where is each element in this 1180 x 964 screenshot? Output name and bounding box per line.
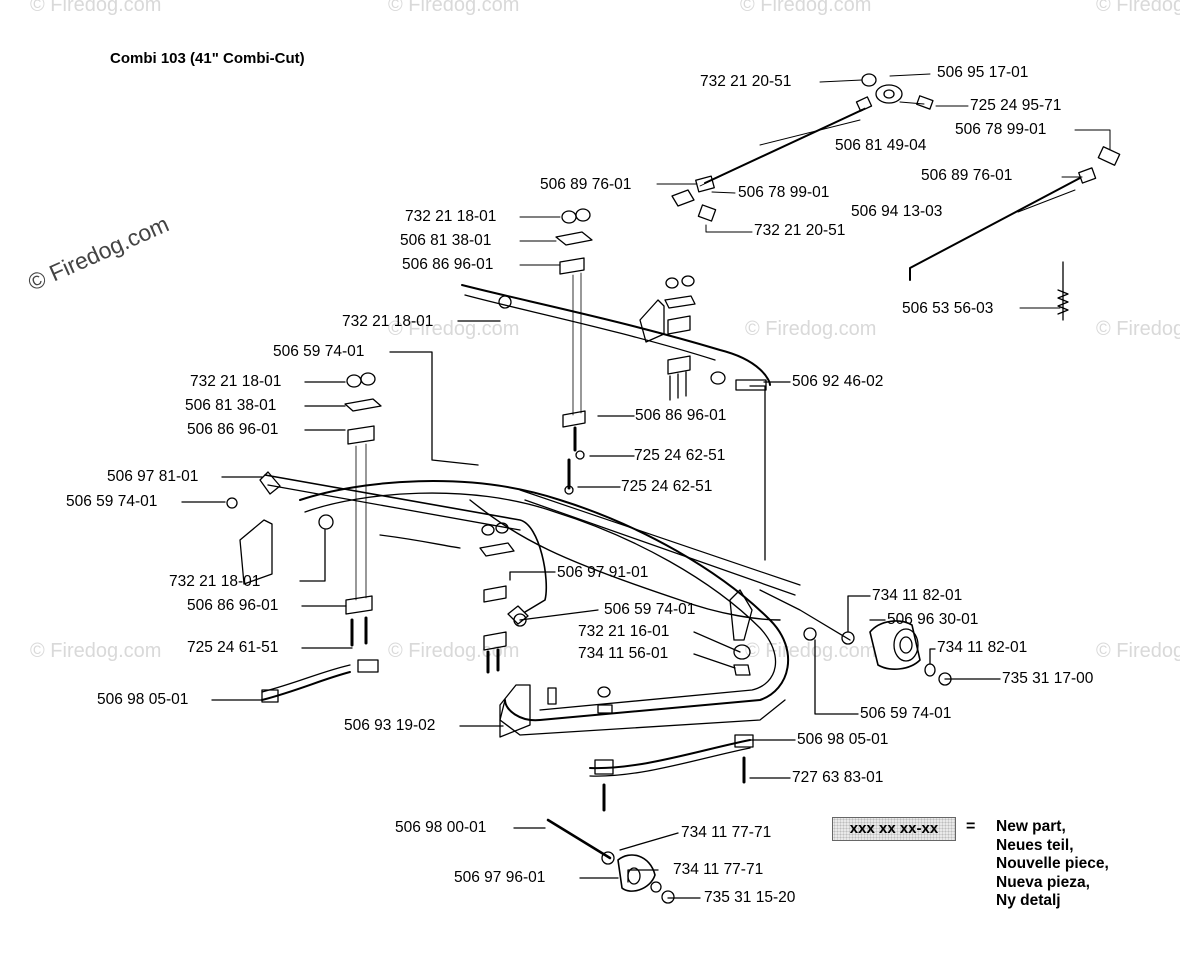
watermark: © Firedog.com [1096, 640, 1180, 662]
watermark: © Firedog.com [388, 318, 520, 340]
watermark: © Firedog.com [388, 0, 520, 16]
part-label: 734 11 82-01 [937, 639, 1028, 656]
watermark: © Firedog.com [740, 0, 872, 16]
part-label: 735 31 15-20 [704, 889, 796, 906]
watermark: © Firedog.com [30, 640, 162, 662]
legend-equals: = [966, 818, 976, 835]
part-label: 506 92 46-02 [792, 373, 884, 390]
part-label: 506 78 99-01 [738, 184, 830, 201]
diagram-title: Combi 103 (41" Combi-Cut) [110, 50, 305, 67]
part-label: 506 59 74-01 [66, 493, 158, 510]
legend-line: Ny detalj [996, 892, 1061, 909]
new-part-code-box: xxx xx xx-xx [832, 817, 956, 841]
part-label: 506 98 05-01 [797, 731, 889, 748]
part-label: 506 86 96-01 [187, 597, 279, 614]
part-label: 732 21 18-01 [405, 208, 497, 225]
part-label: 735 31 17-00 [1002, 670, 1094, 687]
part-label: 506 86 96-01 [635, 407, 727, 424]
part-label: 506 97 81-01 [107, 468, 199, 485]
part-label: 732 21 18-01 [190, 373, 282, 390]
part-label: 734 11 77-71 [681, 824, 772, 841]
part-label: 506 59 74-01 [860, 705, 952, 722]
part-label: 506 97 91-01 [557, 564, 649, 581]
part-label: 506 53 56-03 [902, 300, 994, 317]
part-label: 725 24 61-51 [187, 639, 279, 656]
part-label: 732 21 18-01 [169, 573, 261, 590]
watermark: © Firedog.com [745, 640, 877, 662]
legend-line: Nueva pieza, [996, 873, 1090, 891]
watermark: © Firedog.com [30, 0, 162, 16]
legend-line: Nouvelle piece, [996, 855, 1109, 872]
part-label: 725 24 95-71 [970, 97, 1062, 114]
part-label: 506 81 49-04 [835, 137, 927, 154]
part-label: 725 24 62-51 [621, 478, 713, 495]
part-label: 727 63 83-01 [792, 769, 884, 786]
part-label: 732 21 20-51 [700, 73, 792, 90]
part-label: 506 81 38-01 [400, 232, 492, 249]
part-label: 506 59 74-01 [604, 601, 696, 618]
part-label: 506 86 96-01 [402, 256, 494, 273]
part-label: 732 21 18-01 [342, 313, 434, 330]
legend-text: New part, Neues teil, Nouvelle piece, Nu… [996, 818, 1109, 911]
watermark: © Firedog.com [745, 318, 877, 340]
part-label: 725 24 62-51 [634, 447, 726, 464]
part-label: 506 86 96-01 [187, 421, 279, 438]
part-label: 506 94 13-03 [851, 203, 943, 220]
part-label: 732 21 20-51 [754, 222, 846, 239]
part-label: 506 96 30-01 [887, 611, 979, 628]
part-label: 506 98 05-01 [97, 691, 189, 708]
part-label: 506 81 38-01 [185, 397, 277, 414]
legend-line: Neues teil, [996, 836, 1074, 854]
part-label: 734 11 56-01 [578, 645, 669, 662]
part-label: 506 59 74-01 [273, 343, 365, 360]
part-label: 506 97 96-01 [454, 869, 546, 886]
part-label: 734 11 82-01 [872, 587, 963, 604]
legend-line: New part, [996, 818, 1066, 835]
part-label: 506 89 76-01 [921, 167, 1013, 184]
part-label: 734 11 77-71 [673, 861, 764, 878]
part-label: 506 93 19-02 [344, 717, 436, 734]
part-label: 732 21 16-01 [578, 623, 670, 640]
part-label: 506 98 00-01 [395, 819, 487, 836]
part-label: 506 95 17-01 [937, 64, 1029, 81]
watermark: © Firedog.com [1096, 318, 1180, 340]
watermark: © Firedog.com [1096, 0, 1180, 16]
part-label: 506 89 76-01 [540, 176, 632, 193]
part-label: 506 78 99-01 [955, 121, 1047, 138]
